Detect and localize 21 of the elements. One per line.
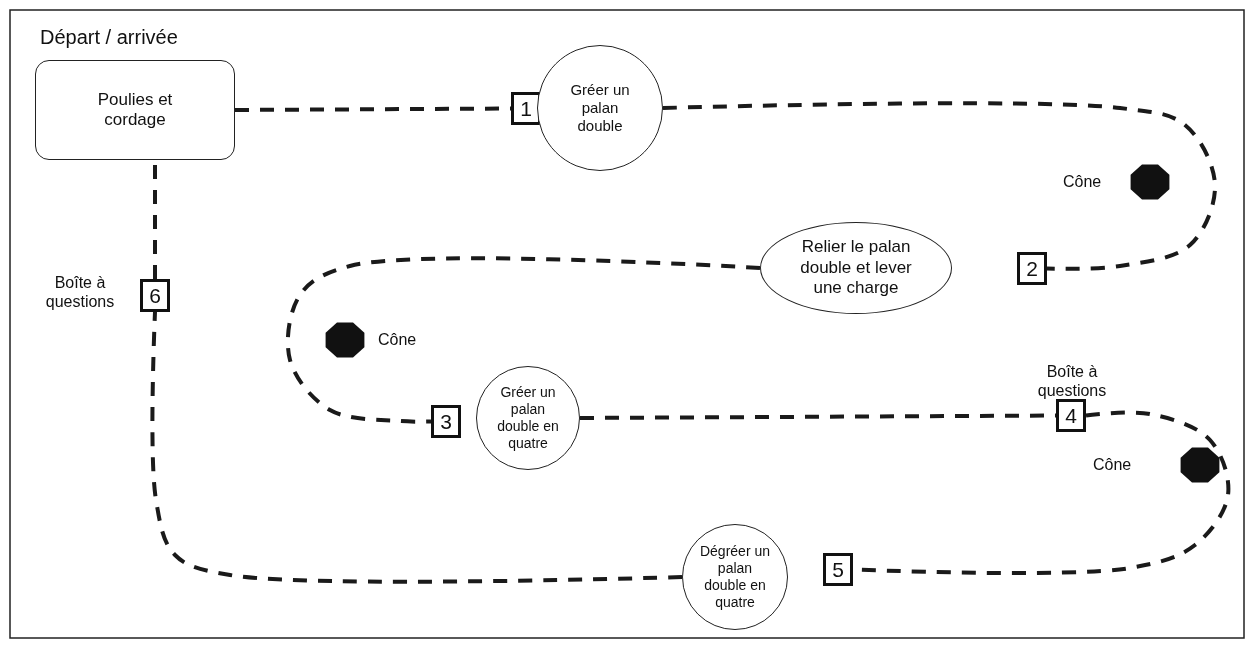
station-box: Poulies et cordage xyxy=(35,60,235,160)
station-caption: Boîte à questions xyxy=(44,273,116,312)
dashed-path xyxy=(580,413,1056,420)
dashed-path xyxy=(285,256,761,424)
station-ellipse: Relier le palan double et lever une charge xyxy=(760,222,952,314)
station-number: 2 xyxy=(1017,252,1047,285)
dashed-path xyxy=(150,311,683,584)
dashed-path xyxy=(235,106,511,112)
station-number: 6 xyxy=(140,279,170,312)
cone-label: Cône xyxy=(378,330,417,350)
station-number: 5 xyxy=(823,553,853,586)
station-number: 3 xyxy=(431,405,461,438)
station-circle: Gréer un palan double xyxy=(537,45,663,171)
dashed-path xyxy=(662,101,1217,271)
cone-label: Cône xyxy=(1093,455,1132,475)
station-circle: Gréer un palan double en quatre xyxy=(476,366,580,470)
heading: Départ / arrivée xyxy=(40,25,178,49)
station-number: 4 xyxy=(1056,399,1086,432)
station-caption: Boîte à questions xyxy=(1036,362,1108,401)
cone-label: Cône xyxy=(1063,172,1102,192)
station-circle: Dégréer un palan double en quatre xyxy=(682,524,788,630)
